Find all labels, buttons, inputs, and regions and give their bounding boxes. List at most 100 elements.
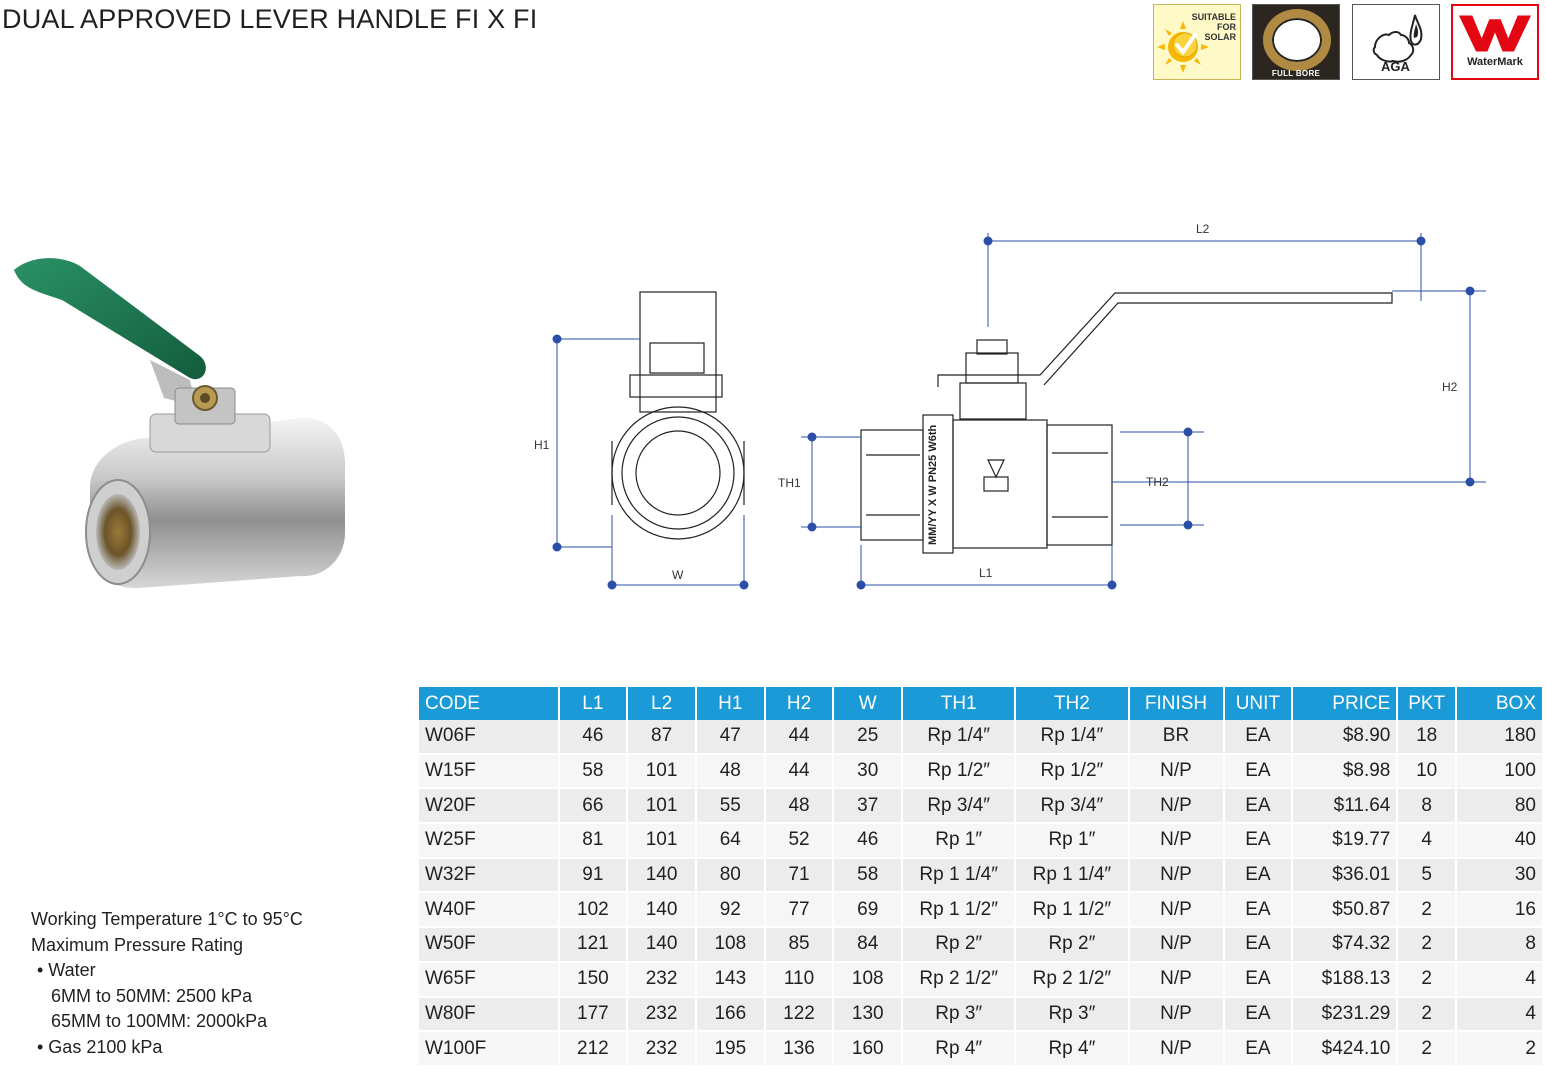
cell-th2: Rp 1 1/2″ xyxy=(1016,893,1128,929)
col-finish: FINISH xyxy=(1129,687,1223,720)
cell-price: $424.10 xyxy=(1293,1032,1397,1067)
cell-th1: Rp 2″ xyxy=(903,928,1015,963)
col-box: BOX xyxy=(1456,687,1542,720)
label-th2: TH2 xyxy=(1146,475,1169,489)
max-pressure-heading: Maximum Pressure Rating xyxy=(31,934,244,955)
cell-h2: 136 xyxy=(765,1032,833,1067)
cell-h1: 48 xyxy=(696,754,764,790)
cell-l1: 81 xyxy=(559,824,627,859)
cell-l1: 46 xyxy=(559,720,627,755)
cell-price: $36.01 xyxy=(1293,858,1397,894)
cell-pkt: 2 xyxy=(1398,928,1455,963)
cell-h2: 44 xyxy=(765,754,833,790)
dimension-lines xyxy=(552,233,1486,590)
cell-box: 2 xyxy=(1456,1032,1542,1067)
cell-finish: N/P xyxy=(1129,789,1223,825)
cell-l1: 58 xyxy=(559,754,627,790)
cell-unit: EA xyxy=(1224,962,1292,998)
water-small-pressure: 6MM to 50MM: 2500 kPa xyxy=(51,985,253,1006)
cell-box: 16 xyxy=(1456,893,1542,929)
dimension-labels: H1 W TH1 L1 TH2 L2 H2 xyxy=(534,222,1458,582)
cell-price: $8.98 xyxy=(1293,754,1397,790)
cell-l2: 232 xyxy=(628,1032,695,1067)
cell-h1: 92 xyxy=(696,893,764,929)
cell-pkt: 4 xyxy=(1398,824,1455,859)
cell-l2: 140 xyxy=(628,893,695,929)
cell-finish: N/P xyxy=(1129,997,1223,1033)
col-l1: L1 xyxy=(559,687,627,720)
cell-th2: Rp 1/2″ xyxy=(1016,754,1128,790)
cell-pkt: 8 xyxy=(1398,789,1455,825)
cell-th2: Rp 2″ xyxy=(1016,928,1128,963)
cell-h2: 71 xyxy=(765,858,833,894)
cell-l1: 150 xyxy=(559,962,627,998)
cell-h2: 52 xyxy=(765,824,833,859)
side-view xyxy=(611,291,745,540)
label-l1: L1 xyxy=(979,566,993,580)
cell-th1: Rp 4″ xyxy=(903,1032,1015,1067)
cell-pkt: 2 xyxy=(1398,1032,1455,1067)
cell-box: 4 xyxy=(1456,962,1542,998)
solar-badge: SUITABLE FOR SOLAR xyxy=(1153,4,1241,80)
cell-th1: Rp 3″ xyxy=(903,997,1015,1033)
cell-box: 30 xyxy=(1456,858,1542,894)
full-bore-badge: FULL BORE xyxy=(1252,4,1340,80)
label-h2: H2 xyxy=(1442,380,1458,394)
cell-unit: EA xyxy=(1224,754,1292,790)
cell-h1: 166 xyxy=(696,997,764,1033)
cell-finish: N/P xyxy=(1129,893,1223,929)
product-photo xyxy=(14,258,345,589)
cell-w: 58 xyxy=(834,858,902,894)
cell-w: 69 xyxy=(834,893,902,929)
specifications: Working Temperature 1°C to 95°C Maximum … xyxy=(31,907,303,1061)
cell-price: $188.13 xyxy=(1293,962,1397,998)
cell-code: W25F xyxy=(419,824,558,859)
cell-th2: Rp 1 1/4″ xyxy=(1016,858,1128,894)
cell-w: 30 xyxy=(834,754,902,790)
cell-th1: Rp 1/4″ xyxy=(903,720,1015,755)
cell-th2: Rp 3″ xyxy=(1016,997,1128,1033)
bore-ring-icon xyxy=(1263,9,1331,71)
cell-code: W100F xyxy=(419,1032,558,1067)
cell-unit: EA xyxy=(1224,720,1292,755)
cell-l2: 140 xyxy=(628,928,695,963)
cell-w: 84 xyxy=(834,928,902,963)
cell-w: 160 xyxy=(834,1032,902,1067)
cell-unit: EA xyxy=(1224,1032,1292,1067)
cell-unit: EA xyxy=(1224,928,1292,963)
label-h1: H1 xyxy=(534,438,550,452)
cell-l2: 232 xyxy=(628,962,695,998)
col-code: CODE xyxy=(419,687,558,720)
cell-w: 108 xyxy=(834,962,902,998)
cell-unit: EA xyxy=(1224,789,1292,825)
cell-price: $50.87 xyxy=(1293,893,1397,929)
cell-h2: 110 xyxy=(765,962,833,998)
cell-h2: 44 xyxy=(765,720,833,755)
cell-l2: 101 xyxy=(628,754,695,790)
gas-bullet: • Gas 2100 kPa xyxy=(37,1036,163,1057)
cell-l2: 87 xyxy=(628,720,695,755)
cell-th1: Rp 2 1/2″ xyxy=(903,962,1015,998)
cell-code: W65F xyxy=(419,962,558,998)
cell-finish: BR xyxy=(1129,720,1223,755)
cell-th2: Rp 1/4″ xyxy=(1016,720,1128,755)
solar-text: SUITABLE FOR SOLAR xyxy=(1191,12,1236,42)
cell-l2: 232 xyxy=(628,997,695,1033)
aga-badge: AGA xyxy=(1352,4,1440,80)
watermark-badge: WaterMark xyxy=(1451,4,1539,80)
col-l2: L2 xyxy=(628,687,695,720)
cell-h1: 47 xyxy=(696,720,764,755)
cell-th2: Rp 3/4″ xyxy=(1016,789,1128,825)
page-title: DUAL APPROVED LEVER HANDLE FI X FI xyxy=(2,4,538,34)
cell-code: W15F xyxy=(419,754,558,790)
cell-price: $19.77 xyxy=(1293,824,1397,859)
col-th2: TH2 xyxy=(1016,687,1128,720)
cell-code: W50F xyxy=(419,928,558,963)
label-th1: TH1 xyxy=(778,476,801,490)
